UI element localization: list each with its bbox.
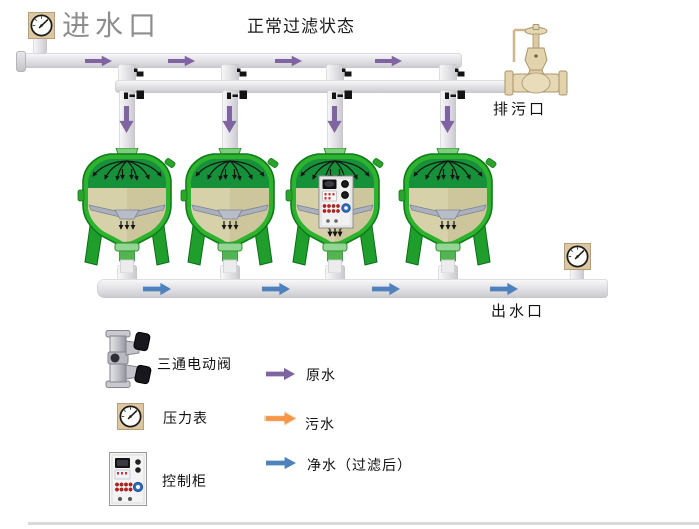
valve-symbol — [134, 68, 144, 77]
inlet-title: 进水口 — [62, 11, 162, 42]
legend-gauge-label: 压力表 — [163, 412, 208, 427]
raw-water-flow-arrow — [85, 55, 112, 67]
valve-symbol — [332, 90, 352, 100]
drain-port-label: 排污口 — [493, 102, 548, 118]
valve-symbol — [455, 68, 465, 77]
three-way-electric-valve-icon — [105, 330, 152, 388]
tank-control-panel — [318, 175, 354, 237]
raw-water-flow-arrow — [168, 55, 195, 67]
clean-water-manifold-pipe — [97, 279, 608, 298]
junction-drop-pipe — [326, 64, 344, 84]
filter-tank-1 — [77, 148, 177, 273]
drain-valve — [504, 24, 568, 96]
waste-water-label: 污水 — [305, 418, 335, 433]
clean-water-label: 净水（过滤后） — [307, 459, 412, 474]
raw-water-flow-arrow — [275, 55, 302, 67]
valve-symbol — [445, 90, 465, 100]
waste-water-arrow-icon — [264, 411, 297, 426]
raw-water-arrow-icon — [266, 367, 295, 381]
pressure-gauge-icon — [117, 403, 144, 430]
control-cabinet-icon — [109, 452, 147, 506]
valve-symbol — [124, 90, 144, 100]
junction-drop-pipe — [118, 64, 136, 84]
clean-water-arrow-icon — [266, 456, 296, 470]
filter-tank-4 — [398, 148, 498, 273]
legend-valve-label: 三通电动阀 — [157, 358, 232, 373]
raw-water-flow-arrow — [375, 55, 402, 67]
pressure-gauge-icon — [564, 243, 591, 270]
valve-symbol — [237, 68, 247, 77]
junction-drop-pipe — [221, 64, 239, 84]
outlet-port-label: 出水口 — [491, 304, 546, 320]
filter-tank-2 — [180, 148, 280, 273]
raw-water-label: 原水 — [306, 369, 336, 384]
valve-symbol — [227, 90, 247, 100]
pressure-gauge-icon — [28, 12, 55, 39]
valve-symbol — [342, 68, 352, 77]
legend-cabinet-label: 控制柜 — [162, 475, 207, 490]
junction-drop-pipe — [439, 64, 457, 84]
state-title: 正常过滤状态 — [247, 17, 355, 36]
bottom-divider — [28, 522, 699, 525]
pipe-endcap — [16, 51, 26, 72]
drain-manifold-pipe — [115, 80, 512, 93]
inlet-gauge-stub-pipe — [33, 37, 47, 54]
